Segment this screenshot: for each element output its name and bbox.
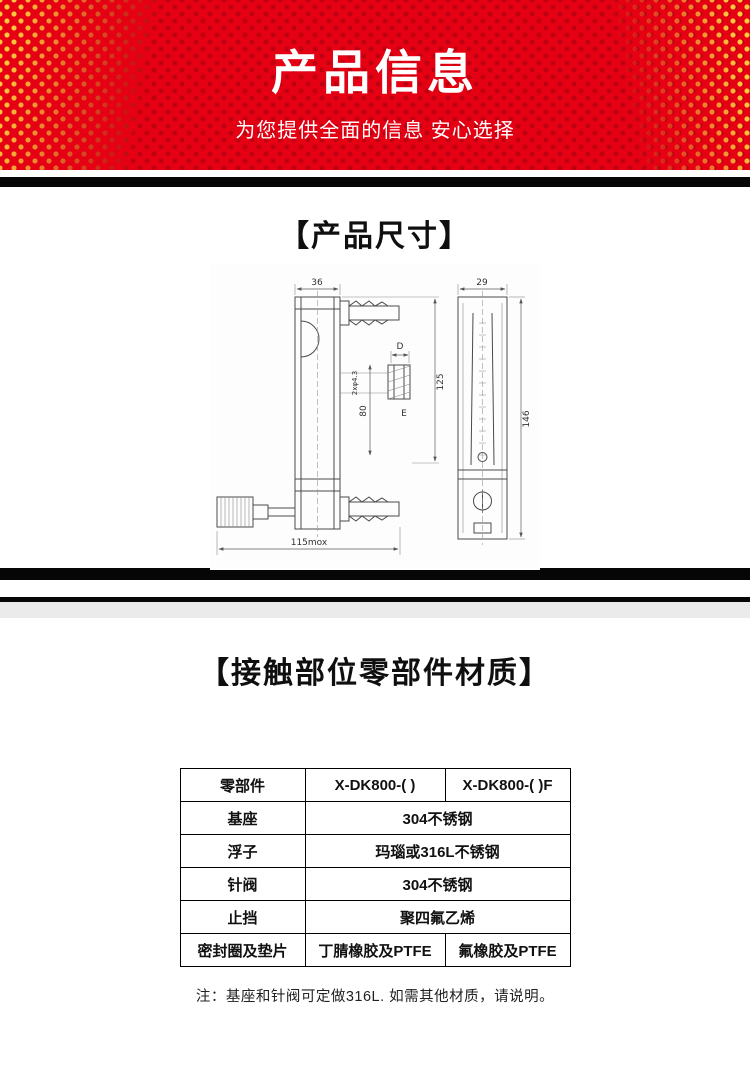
banner-subtitle: 为您提供全面的信息 安心选择 <box>235 120 515 142</box>
banner-yellow-dots-left-decoration <box>0 0 195 170</box>
part-material: 304不锈钢 <box>304 801 571 835</box>
materials-section-title: 【接触部位零部件材质】 <box>199 657 551 690</box>
dim-label-36: 36 <box>311 278 323 288</box>
materials-table: 零部件 X-DK800-( ) X-DK800-( )F 基座 304不锈钢 浮… <box>179 768 571 967</box>
part-name: 密封圈及垫片 <box>179 933 306 967</box>
section-product-dimensions: 【产品尺寸】 <box>0 187 750 570</box>
drawing-dimensions: 36 29 D 2xφ4.3 80 <box>216 278 532 555</box>
table-row-needle-valve: 针阀 304不锈钢 <box>179 867 571 901</box>
col-header-model-a: X-DK800-( ) <box>304 768 446 802</box>
section-materials: 【接触部位零部件材质】 零部件 X-DK800-( ) X-DK800-( )F… <box>0 618 750 1083</box>
technical-drawing: 36 29 D 2xφ4.3 80 <box>210 265 540 570</box>
part-material: 氟橡胶及PTFE <box>444 933 571 967</box>
part-material: 玛瑙或316L不锈钢 <box>304 834 571 868</box>
float-indicator <box>477 452 488 462</box>
part-material: 丁腈橡胶及PTFE <box>304 933 446 967</box>
dim-label-115max: 115mox <box>291 538 328 548</box>
part-material: 304不锈钢 <box>304 867 571 901</box>
dim-label-e: E <box>401 409 407 419</box>
table-header-row: 零部件 X-DK800-( ) X-DK800-( )F <box>179 768 571 802</box>
dim-label-29: 29 <box>476 278 488 288</box>
divider-bar-middle <box>0 568 750 580</box>
part-name: 止挡 <box>179 900 306 934</box>
part-name: 基座 <box>179 801 306 835</box>
table-row-base: 基座 304不锈钢 <box>179 801 571 835</box>
drawing-left-view <box>216 291 411 537</box>
dim-label-holes: 2xφ4.3 <box>351 371 359 395</box>
dim-label-80: 80 <box>359 405 369 417</box>
col-header-model-b: X-DK800-( )F <box>444 768 571 802</box>
dim-label-125: 125 <box>436 373 446 390</box>
valve-knob <box>216 496 254 528</box>
gray-strip <box>0 602 750 618</box>
part-material: 聚四氟乙烯 <box>304 900 571 934</box>
drawing-right-view <box>457 291 508 545</box>
materials-note: 注：基座和针阀可定做316L. 如需其他材质，请说明。 <box>195 989 555 1005</box>
dimension-drawing-svg: 36 29 D 2xφ4.3 80 <box>216 278 532 555</box>
dimensions-section-title: 【产品尺寸】 <box>279 220 471 253</box>
table-row-seal: 密封圈及垫片 丁腈橡胶及PTFE 氟橡胶及PTFE <box>179 933 571 967</box>
banner-title: 产品信息 <box>271 46 479 99</box>
banner-yellow-dots-right-decoration <box>600 0 750 170</box>
divider-bar-thin <box>0 597 750 602</box>
table-row-stopper: 止挡 聚四氟乙烯 <box>179 900 571 934</box>
table-row-float: 浮子 玛瑙或316L不锈钢 <box>179 834 571 868</box>
white-strip <box>0 170 750 177</box>
part-name: 针阀 <box>179 867 306 901</box>
white-strip-2 <box>0 580 750 597</box>
hose-barb-top <box>339 300 400 326</box>
divider-bar-top <box>0 177 750 187</box>
part-name: 浮子 <box>179 834 306 868</box>
col-header-part: 零部件 <box>179 768 306 802</box>
hose-barb-bottom <box>339 496 400 522</box>
dim-label-146: 146 <box>522 410 532 427</box>
banner: 产品信息 为您提供全面的信息 安心选择 <box>0 0 750 170</box>
dim-label-d: D <box>397 342 404 352</box>
